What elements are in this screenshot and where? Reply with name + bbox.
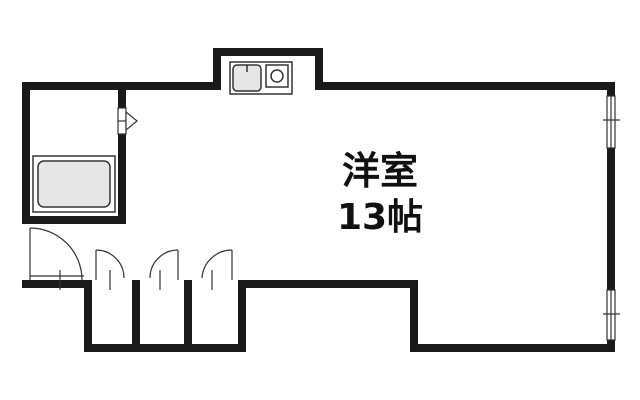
burner (270, 69, 284, 83)
door-swing-icon (22, 224, 84, 290)
wall-bath-bottom (22, 216, 126, 224)
wall-bottom-right (410, 344, 615, 352)
wall-closet-right (238, 280, 246, 352)
kitchen-counter (229, 61, 293, 95)
room-name-label: 洋室 (341, 149, 418, 193)
wall-entry-bottom (22, 280, 92, 288)
wall-step-vertical (410, 280, 418, 352)
wall-left (22, 82, 30, 288)
window-icon (603, 95, 620, 341)
wall-closet-bottom (84, 344, 246, 352)
wall-closet-left (84, 280, 92, 352)
wall-step-horizontal (238, 280, 418, 288)
bath-door-icon (117, 107, 138, 135)
counter (229, 61, 293, 95)
stove-icon (265, 64, 289, 88)
wall-alcove-top (213, 48, 323, 56)
bathtub-icon (32, 155, 116, 213)
wall-closet-divider-1 (132, 280, 140, 352)
wall-closet-divider-2 (184, 280, 192, 352)
closet-doors (92, 249, 238, 290)
wall-top-right (315, 82, 615, 90)
wall-right (607, 82, 615, 352)
room-size-label: 13帖 (336, 197, 424, 238)
wall-alcove-left (213, 48, 221, 90)
wall-alcove-right (315, 48, 323, 90)
wall-bath-right (118, 82, 126, 224)
walls (22, 48, 615, 352)
